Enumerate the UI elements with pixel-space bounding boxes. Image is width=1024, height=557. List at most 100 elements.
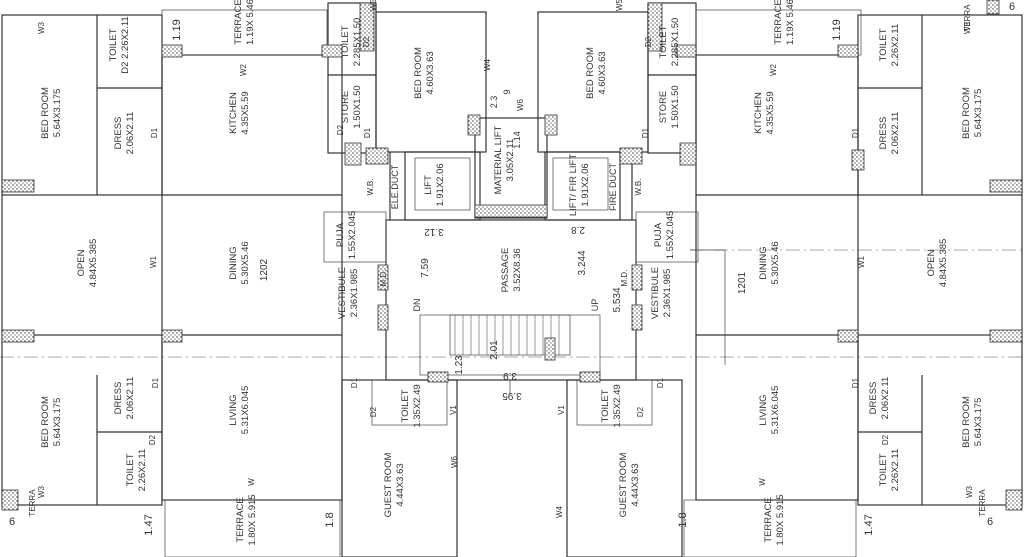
room-name: OPEN [926, 249, 937, 276]
room-dimension: 2.285X1.50 [352, 18, 363, 67]
room-dimension: 5.64X3.175 [973, 398, 984, 447]
tag-d1-e: D1 [151, 377, 160, 388]
room-name: STORE [658, 91, 669, 124]
room-dimension: 1.50X1.50 [352, 85, 363, 128]
tag-d2-a: D2 [336, 124, 345, 135]
columns [1, 0, 1023, 511]
dim-312: 3.12 [424, 226, 444, 237]
room-dimension: 4.84X5.385 [88, 239, 99, 288]
room-name: DRESS [113, 117, 124, 150]
room-dimension: 2.06X2.11 [125, 377, 136, 420]
room-name: TERRACE [235, 497, 246, 542]
tag-d1-d: D1 [851, 127, 860, 138]
room-name: VESTIBULE [337, 267, 348, 319]
dim-759: 7.59 [420, 258, 431, 278]
terra-sw: TERRA [28, 489, 37, 517]
room-name: TOILET [340, 25, 351, 58]
room-dimension: 5.31X6.045 [240, 386, 251, 435]
tag-w4-s: W4 [555, 505, 564, 518]
tag-v1-e: V1 [557, 405, 566, 415]
room-dimension: 5.30X5.46 [240, 241, 251, 284]
fire-duct: FIRE DUCT [608, 163, 618, 211]
stair-up: UP [590, 299, 600, 312]
room-name: MATERIAL LIFT [493, 125, 504, 194]
tag-w1-e: W1 [857, 255, 866, 268]
room-name: BED ROOM [961, 396, 972, 448]
dim-201: 2.01 [489, 340, 500, 360]
room-dimension: 2.36X1.985 [349, 269, 360, 318]
room-name: TOILET [878, 28, 889, 61]
room-name: TERRACE [763, 497, 774, 542]
stair-treads [454, 315, 560, 355]
wb-w: W.B. [366, 179, 375, 196]
tag-d2-d: D2 [369, 406, 378, 417]
terra-ne: TERRA [963, 4, 972, 32]
tag-d2-g: D2 [881, 434, 890, 445]
dim-147w: 1.47 [143, 514, 155, 535]
room-name: OPEN [76, 249, 87, 276]
tag-d1-b: D1 [363, 127, 372, 138]
tag-w3-nw: W3 [37, 21, 46, 34]
dim-5534: 5.534 [612, 287, 623, 312]
dim-119e: 1.19 [831, 19, 843, 40]
room-dimension: 5.31X6.045 [770, 386, 781, 435]
dim-39: 3.9 [503, 370, 517, 381]
room-name: VESTIBULE [650, 267, 661, 319]
room-name: TOILET [658, 25, 669, 58]
room-dimension: 2.36X1.985 [662, 269, 673, 318]
room-name: DRESS [868, 382, 879, 415]
room-dimension: 1.80X 5.915 [775, 494, 786, 545]
room-name: KITCHEN [228, 92, 239, 134]
tag-w3-sw: W3 [37, 485, 46, 498]
room-dimension: 1.19X 5.46 [785, 0, 796, 45]
room-dimension: 1.35X2.49 [612, 384, 623, 427]
room-dimension: 2.26X2.11 [890, 24, 901, 67]
room-dimension: 4.35X5.59 [240, 91, 251, 134]
tag-w-se: W [758, 478, 767, 486]
room-dimension: 5.64X3.175 [52, 398, 63, 447]
room-name: GUEST ROOM [383, 453, 394, 518]
room-name: TOILET [878, 453, 889, 486]
room-dimension: 4.35X5.59 [765, 91, 776, 134]
room-name: BED ROOM [413, 47, 424, 99]
room-dimension: 4.44X3.63 [630, 463, 641, 506]
room-name: DRESS [878, 117, 889, 150]
dim-147e: 1.47 [863, 514, 875, 535]
room-name: BED ROOM [961, 87, 972, 139]
room-name: BED ROOM [585, 47, 596, 99]
dim-114: 1.14 [512, 131, 522, 149]
tag-w3-ne: W3 [963, 21, 972, 34]
room-name: TERRACE [233, 0, 244, 45]
tag-w5-w: W5 [369, 0, 378, 11]
room-name: LIVING [228, 394, 239, 425]
tag-d1-h: D1 [851, 377, 860, 388]
room-name: PASSAGE [500, 248, 511, 293]
room-name: DRESS [113, 382, 124, 415]
dim-395: 3.95 [502, 390, 522, 401]
tag-d2-b: D2 [362, 36, 371, 47]
tag-v1-w: V1 [449, 405, 458, 415]
tag-w1-w: W1 [149, 255, 158, 268]
room-dimension: D2 2.26X2.11 [120, 16, 131, 73]
room-dimension: 1.55X2.045 [665, 211, 676, 260]
room-dimension: 3.05X2.11 [505, 139, 516, 182]
wb-e: W.B. [634, 179, 643, 196]
tag-w3-se: W3 [965, 485, 974, 498]
room-name: PUJA [335, 222, 346, 247]
